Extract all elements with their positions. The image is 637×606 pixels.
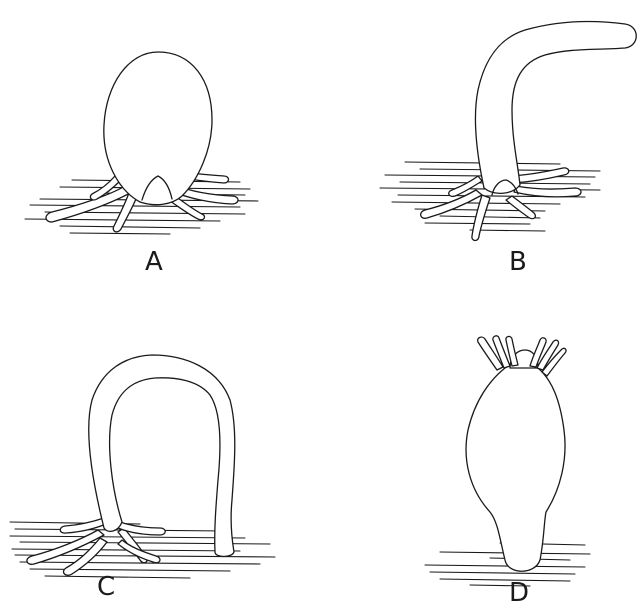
panel-a: A bbox=[25, 52, 258, 277]
panel-b-label: B bbox=[509, 247, 527, 277]
panel-c-body bbox=[89, 355, 235, 557]
panel-c-tentacles bbox=[27, 518, 165, 575]
panel-c-label: C bbox=[97, 572, 115, 602]
panel-b: B bbox=[380, 22, 636, 277]
panel-c: C bbox=[10, 355, 275, 602]
panel-a-label: A bbox=[145, 247, 163, 277]
panel-d-label: D bbox=[509, 578, 529, 606]
panel-b-body bbox=[476, 22, 637, 194]
panel-d-body bbox=[466, 364, 565, 572]
panel-d: D bbox=[425, 336, 590, 606]
